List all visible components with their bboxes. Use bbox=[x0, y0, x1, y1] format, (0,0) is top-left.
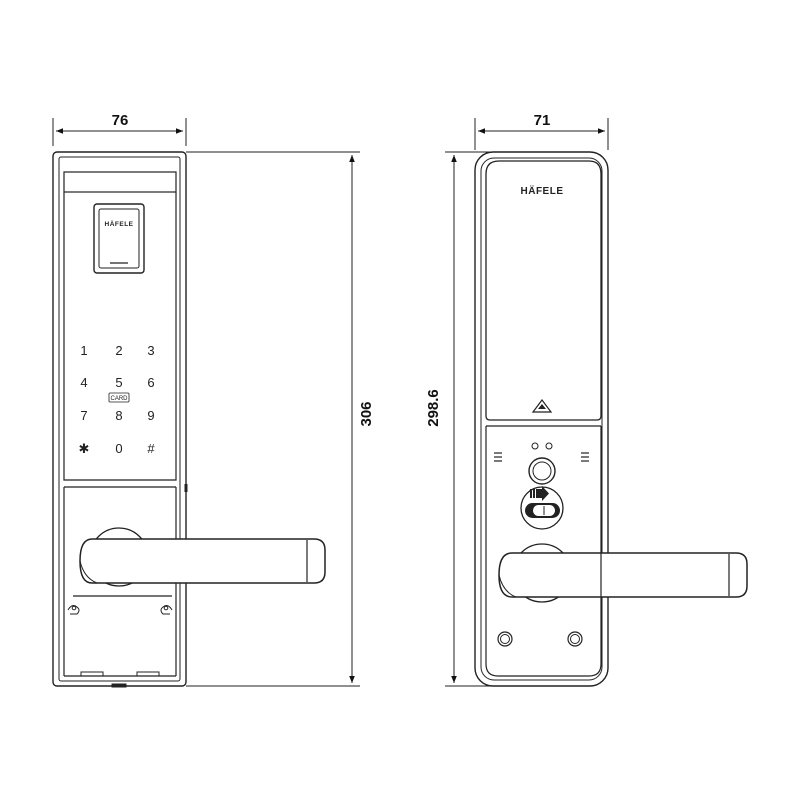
back-round-button[interactable] bbox=[528, 457, 556, 485]
screw-hole-left bbox=[497, 631, 513, 647]
front-view: 76 306 HÄFELE 1 2 3 4 5 6 7 8 bbox=[52, 112, 375, 688]
back-height-dimension: 298.6 bbox=[425, 151, 510, 687]
back-handle-lever[interactable] bbox=[498, 552, 748, 598]
front-handle-lever[interactable] bbox=[79, 538, 326, 584]
front-width-label: 76 bbox=[112, 112, 129, 129]
key-7[interactable]: 7 bbox=[80, 408, 87, 423]
battery-clip-left bbox=[67, 605, 80, 615]
key-5[interactable]: 5 bbox=[115, 375, 122, 390]
back-view: 71 298.6 HÄFELE bbox=[425, 112, 748, 687]
speaker-grille-right bbox=[581, 452, 589, 462]
key-9[interactable]: 9 bbox=[147, 408, 154, 423]
lock-direction-arrow-icon bbox=[530, 486, 549, 501]
back-inner-body bbox=[480, 157, 603, 681]
front-inner-frame bbox=[58, 156, 181, 682]
bottom-usb-port bbox=[111, 683, 127, 688]
back-width-label: 71 bbox=[534, 112, 551, 129]
battery-clip-right bbox=[160, 605, 173, 615]
back-brand-label: HÄFELE bbox=[521, 184, 564, 197]
front-keypad-panel bbox=[63, 192, 177, 481]
card-reader-box bbox=[108, 392, 130, 403]
indicator-led-right bbox=[545, 442, 553, 450]
warning-triangle-icon bbox=[531, 399, 553, 413]
key-3[interactable]: 3 bbox=[147, 343, 154, 358]
bottom-clip-left bbox=[80, 671, 104, 677]
speaker-grille-left bbox=[494, 452, 502, 462]
screw-hole-right bbox=[567, 631, 583, 647]
back-height-label: 298.6 bbox=[425, 389, 442, 427]
back-lower-panel bbox=[485, 426, 602, 677]
front-width-dimension: 76 bbox=[52, 112, 187, 146]
key-4[interactable]: 4 bbox=[80, 375, 87, 390]
indicator-led-left bbox=[531, 442, 539, 450]
bottom-clip-right bbox=[136, 671, 160, 677]
key-8[interactable]: 8 bbox=[115, 408, 122, 423]
front-brand-label: HÄFELE bbox=[105, 220, 134, 228]
back-display-panel bbox=[485, 160, 602, 421]
key-star[interactable]: ✱ bbox=[79, 441, 90, 456]
key-6[interactable]: 6 bbox=[147, 375, 154, 390]
key-1[interactable]: 1 bbox=[80, 343, 87, 358]
back-outer-body bbox=[474, 151, 609, 687]
front-height-label: 306 bbox=[358, 401, 375, 426]
key-0[interactable]: 0 bbox=[115, 441, 122, 456]
key-2[interactable]: 2 bbox=[115, 343, 122, 358]
keypad: 1 2 3 4 5 6 7 8 9 ✱ 0 # bbox=[79, 343, 156, 456]
front-top-band bbox=[63, 171, 177, 193]
card-label: CARD bbox=[110, 396, 128, 402]
fingerprint-window-inner bbox=[98, 208, 140, 269]
key-hash[interactable]: # bbox=[147, 441, 155, 456]
back-width-dimension: 71 bbox=[474, 112, 609, 150]
front-height-dimension: 306 bbox=[186, 151, 375, 687]
fingerprint-window bbox=[93, 203, 145, 274]
